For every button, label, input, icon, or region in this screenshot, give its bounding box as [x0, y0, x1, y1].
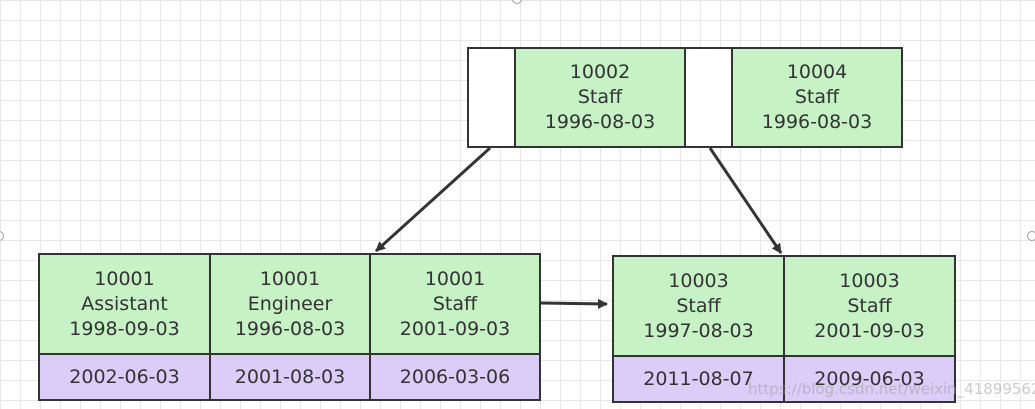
right-leaf-key-1-title: Staff	[676, 294, 721, 317]
left-leaf-value-2: 2001-08-03	[234, 365, 346, 388]
left-leaf-key-3-emp-no: 10001	[424, 267, 486, 290]
left-leaf-key-2-emp-no: 10001	[259, 267, 321, 290]
watermark: https://blog.csdn.net/weixin_41899562	[748, 380, 1035, 398]
resize-handle-right[interactable]	[1027, 231, 1035, 241]
left-leaf-key-3-from-date: 2001-09-03	[399, 317, 511, 340]
root-pointer-cell-1	[467, 47, 516, 148]
right-leaf-value-2: 2009-06-03	[814, 367, 925, 390]
root-key-1-from-date: 1996-08-03	[544, 111, 656, 133]
left-leaf-key-1-title: Assistant	[81, 292, 168, 315]
left-leaf-key-2-title: Engineer	[247, 292, 333, 315]
right-leaf-key-2-title: Staff	[847, 294, 892, 317]
right-leaf-key-2-emp-no: 10003	[839, 269, 900, 292]
root-key-1-title: Staff	[577, 86, 623, 108]
left-leaf-key-cell-1: 10001 Assistant 1998-09-03	[38, 253, 211, 355]
left-leaf-value-1: 2002-06-03	[69, 365, 180, 388]
edge-root-to-left-leaf	[374, 146, 492, 253]
left-leaf-key-2-from-date: 1996-08-03	[234, 317, 346, 340]
root-key-2-from-date: 1996-08-03	[761, 111, 873, 133]
root-key-2-emp-no: 10004	[786, 61, 848, 83]
left-leaf-value-cell-1: 2002-06-03	[38, 353, 211, 401]
left-leaf-key-1-from-date: 1998-09-03	[69, 317, 180, 340]
left-leaf-key-1-emp-no: 10001	[94, 267, 155, 290]
edge-left-leaf-to-right-leaf	[540, 298, 608, 309]
left-leaf-value-cell-2: 2001-08-03	[209, 353, 371, 401]
right-leaf-key-1-emp-no: 10003	[668, 269, 729, 292]
edge-root-to-right-leaf	[708, 147, 783, 254]
root-key-1-emp-no: 10002	[569, 61, 631, 83]
right-leaf-value-cell-2: 2009-06-03	[783, 355, 956, 403]
left-leaf-value-cell-3: 2006-03-06	[369, 353, 541, 401]
right-leaf-value-1: 2011-08-07	[643, 367, 754, 390]
root-key-cell-2: 10004 Staff 1996-08-03	[731, 47, 903, 148]
root-key-2-title: Staff	[794, 86, 840, 108]
right-leaf-key-cell-2: 10003 Staff 2001-09-03	[783, 255, 956, 357]
right-leaf-key-cell-1: 10003 Staff 1997-08-03	[612, 255, 785, 357]
left-leaf-key-cell-3: 10001 Staff 2001-09-03	[369, 253, 541, 355]
left-leaf-value-3: 2006-03-06	[399, 365, 511, 388]
left-leaf-key-cell-2: 10001 Engineer 1996-08-03	[209, 253, 371, 355]
right-leaf-value-cell-1: 2011-08-07	[612, 355, 785, 403]
right-leaf-key-1-from-date: 1997-08-03	[643, 319, 754, 342]
right-leaf-key-2-from-date: 2001-09-03	[814, 319, 925, 342]
root-key-cell-1: 10002 Staff 1996-08-03	[514, 47, 686, 148]
left-leaf-key-3-title: Staff	[432, 292, 478, 315]
root-pointer-cell-2	[684, 47, 733, 148]
